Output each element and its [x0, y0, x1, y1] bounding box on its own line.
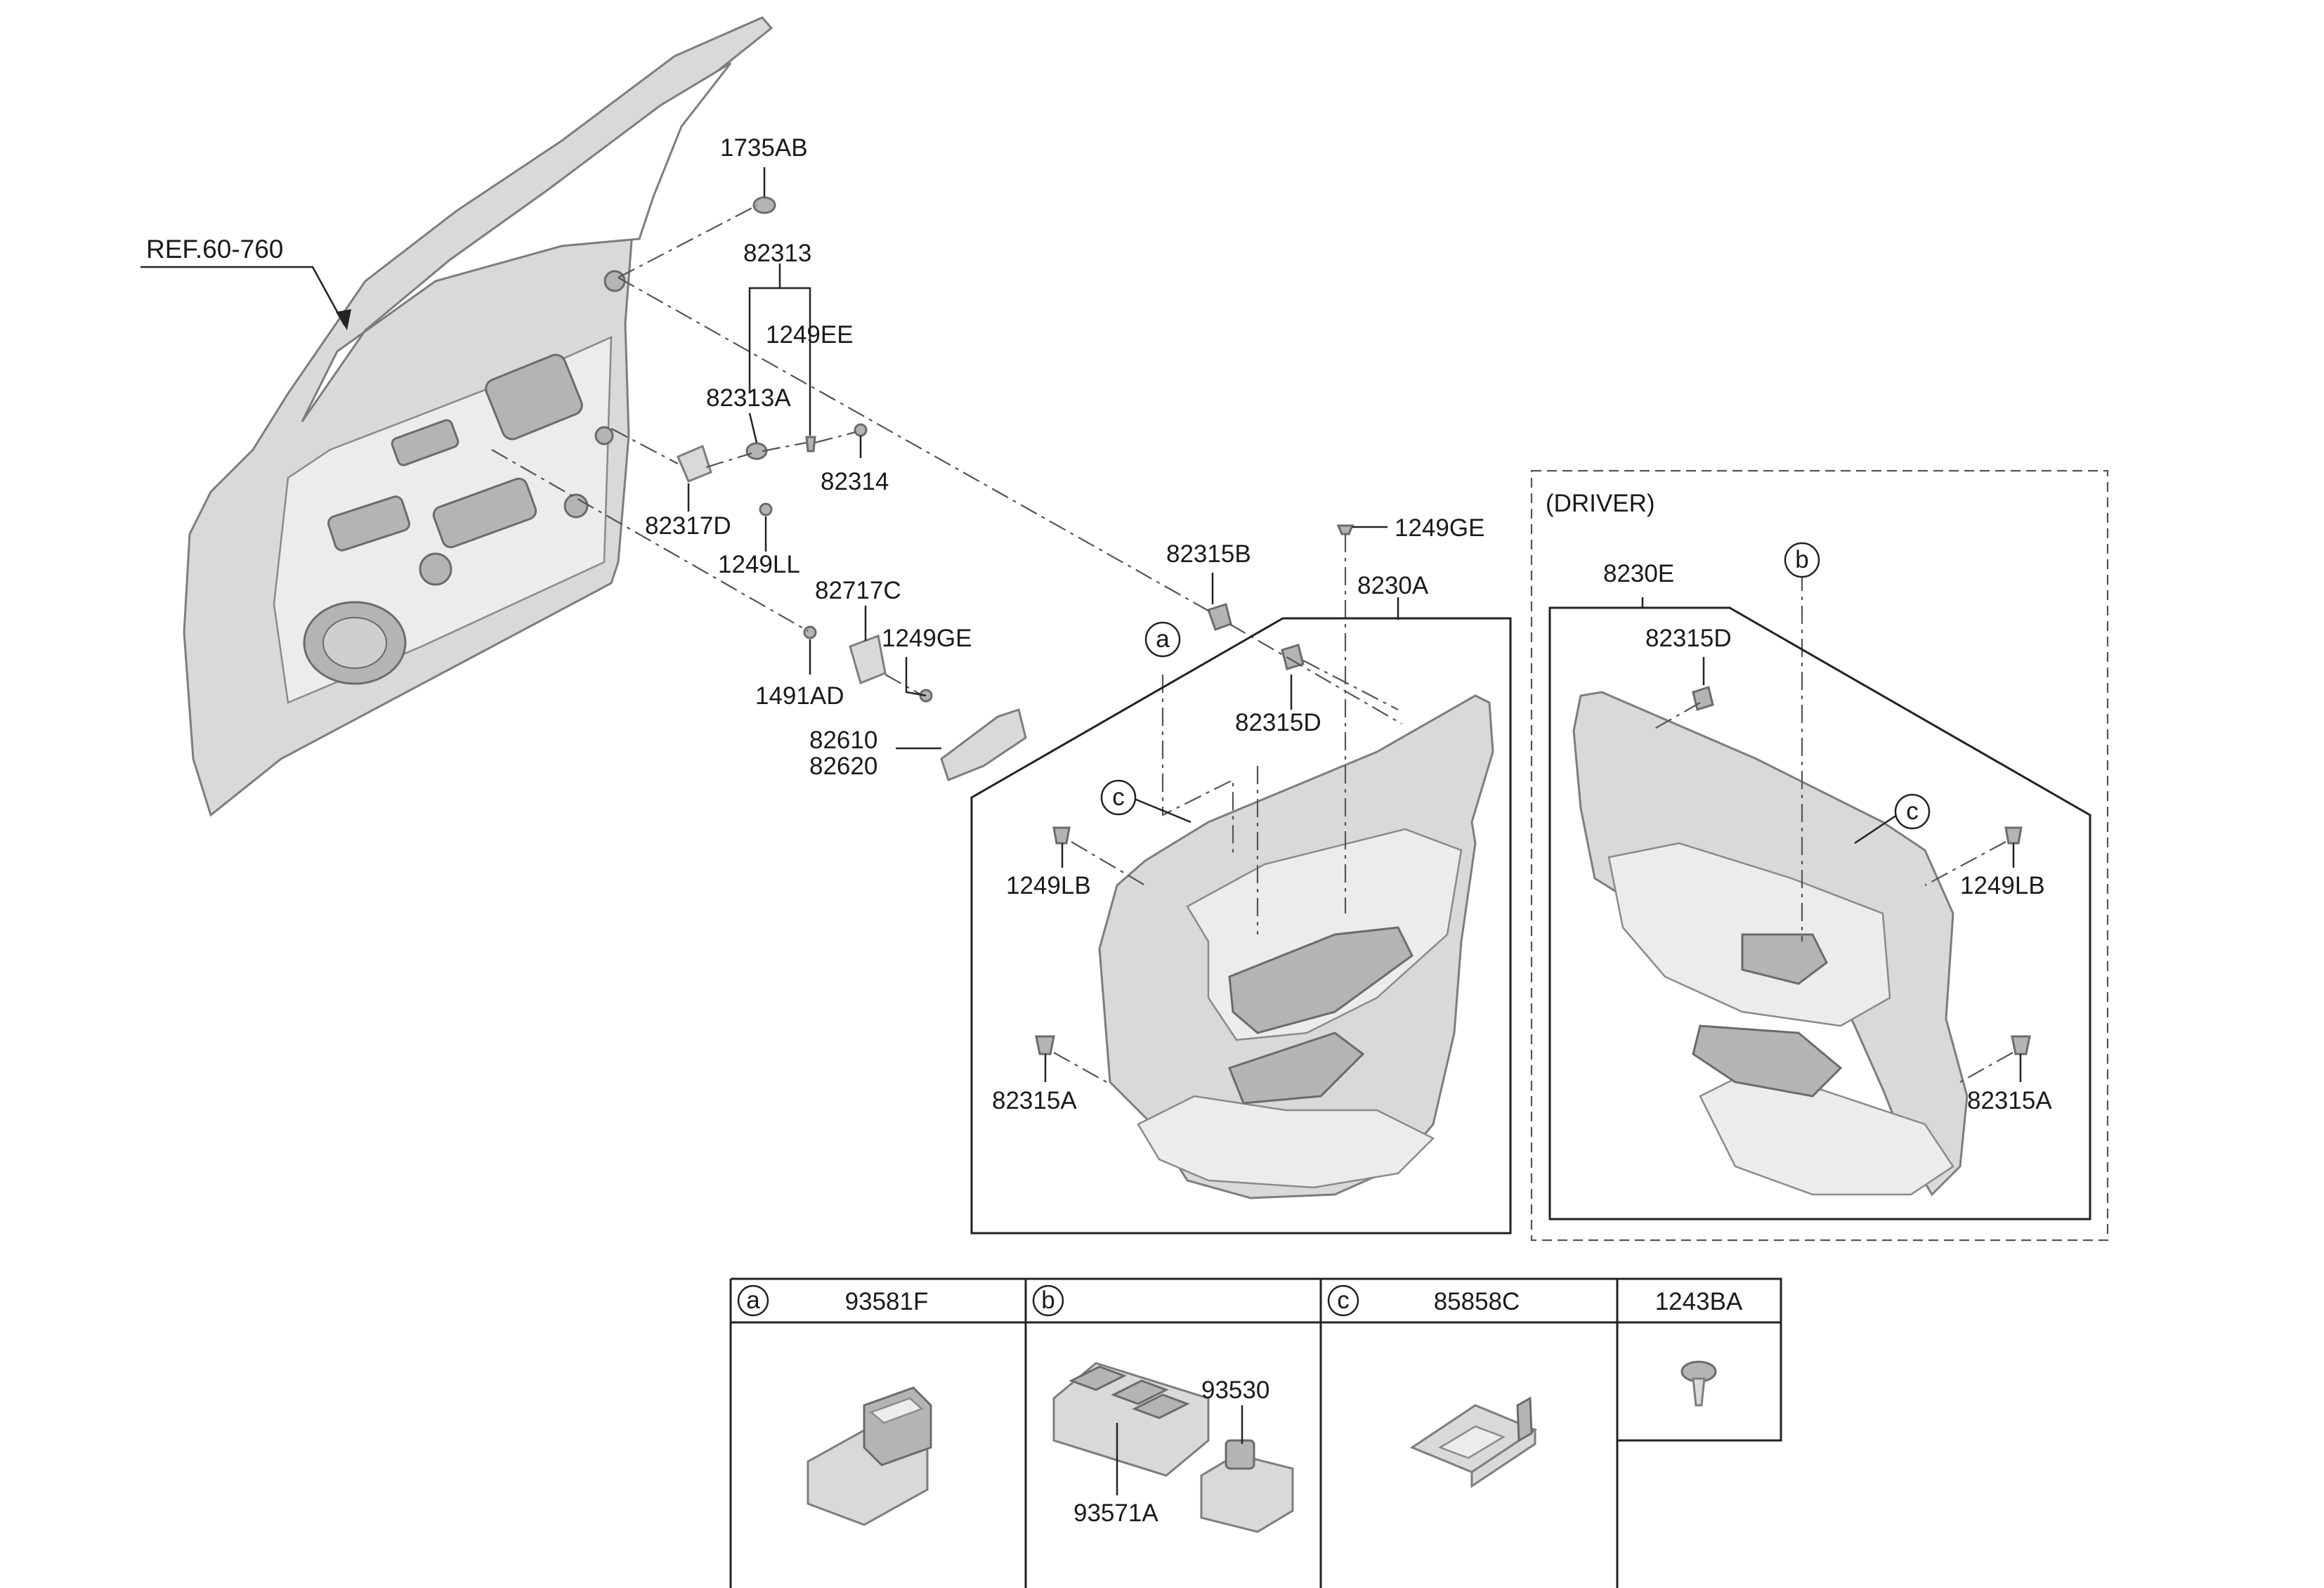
- svg-text:c: c: [1906, 798, 1919, 825]
- label-82313: 82313: [743, 240, 811, 267]
- label-82315A-driver: 82315A: [1967, 1087, 2052, 1114]
- marker-b: b: [1784, 542, 1820, 578]
- small-parts: [677, 196, 2031, 1055]
- label-82717C: 82717C: [815, 577, 901, 604]
- bracket-85858C-illustration: [1409, 1396, 1538, 1488]
- label-1249EE: 1249EE: [766, 321, 854, 349]
- label-1249LB-passenger: 1249LB: [1006, 872, 1091, 899]
- ref-arrowhead: [336, 309, 351, 330]
- label-8230A: 8230A: [1357, 572, 1429, 599]
- switch-assembly-93571A-illustration: [1052, 1362, 1210, 1477]
- svg-text:c: c: [1337, 1287, 1350, 1314]
- switch-93530-illustration: [1200, 1439, 1294, 1533]
- screw-1243BA-illustration: [1680, 1360, 1717, 1407]
- assembly-lines: [491, 204, 2013, 1083]
- label-82315B: 82315B: [1166, 540, 1251, 568]
- label-82620: 82620: [809, 753, 877, 780]
- ref-label: REF.60-760: [146, 235, 283, 263]
- label-82317D: 82317D: [645, 512, 731, 540]
- svg-text:a: a: [746, 1287, 760, 1314]
- door-frame-illustration: [183, 16, 773, 817]
- passenger-trim-panel: [1098, 694, 1494, 1199]
- svg-text:c: c: [1112, 783, 1125, 811]
- label-1491AD: 1491AD: [755, 682, 844, 710]
- driver-dashed-box: [1530, 469, 2109, 1242]
- marker-a: a: [1144, 621, 1181, 658]
- svg-text:a: a: [1156, 625, 1170, 653]
- switch-93581F-illustration: [807, 1386, 932, 1526]
- label-82315A-passenger: 82315A: [992, 1087, 1077, 1114]
- table-header-1243BA: 1243BA: [1655, 1288, 1743, 1315]
- label-1249GE-right: 1249GE: [1395, 514, 1484, 542]
- svg-text:93581F: 93581F: [845, 1288, 929, 1315]
- label-82315D-driver: 82315D: [1645, 625, 1732, 652]
- table-header-b: b: [1032, 1284, 1064, 1317]
- label-driver: (DRIVER): [1546, 490, 1655, 517]
- passenger-panel-frame: [970, 617, 1512, 1235]
- svg-text:85858C: 85858C: [1434, 1288, 1520, 1315]
- table-header-a: a 93581F: [737, 1284, 929, 1317]
- svg-text:1243BA: 1243BA: [1655, 1288, 1743, 1315]
- label-93571A: 93571A: [1073, 1499, 1158, 1527]
- leader-lines: [687, 167, 2022, 1082]
- callout-labels: 1735AB 82313 1249EE 82313A 82314 82317D …: [645, 134, 2052, 1114]
- label-82610: 82610: [809, 727, 877, 754]
- marker-c-driver: c: [1894, 793, 1931, 830]
- driver-trim-panel: [1572, 691, 1969, 1197]
- label-8230E: 8230E: [1603, 560, 1674, 587]
- label-1249LL: 1249LL: [718, 551, 800, 578]
- label-1249LB-driver: 1249LB: [1960, 872, 2045, 899]
- label-82315D-passenger: 82315D: [1235, 709, 1321, 736]
- label-1735AB: 1735AB: [720, 134, 808, 162]
- label-1249GE-left: 1249GE: [882, 625, 972, 652]
- marker-c-passenger: c: [1100, 779, 1137, 816]
- label-82314: 82314: [821, 468, 889, 495]
- legend-table: a 93581F b c 85858C 1243BA: [729, 1277, 1782, 1588]
- driver-panel-frame: [1548, 606, 2091, 1221]
- svg-text:b: b: [1795, 546, 1808, 573]
- table-header-c: c 85858C: [1327, 1284, 1520, 1317]
- svg-text:b: b: [1041, 1287, 1055, 1314]
- label-93530: 93530: [1201, 1377, 1269, 1404]
- label-82313A: 82313A: [706, 384, 791, 412]
